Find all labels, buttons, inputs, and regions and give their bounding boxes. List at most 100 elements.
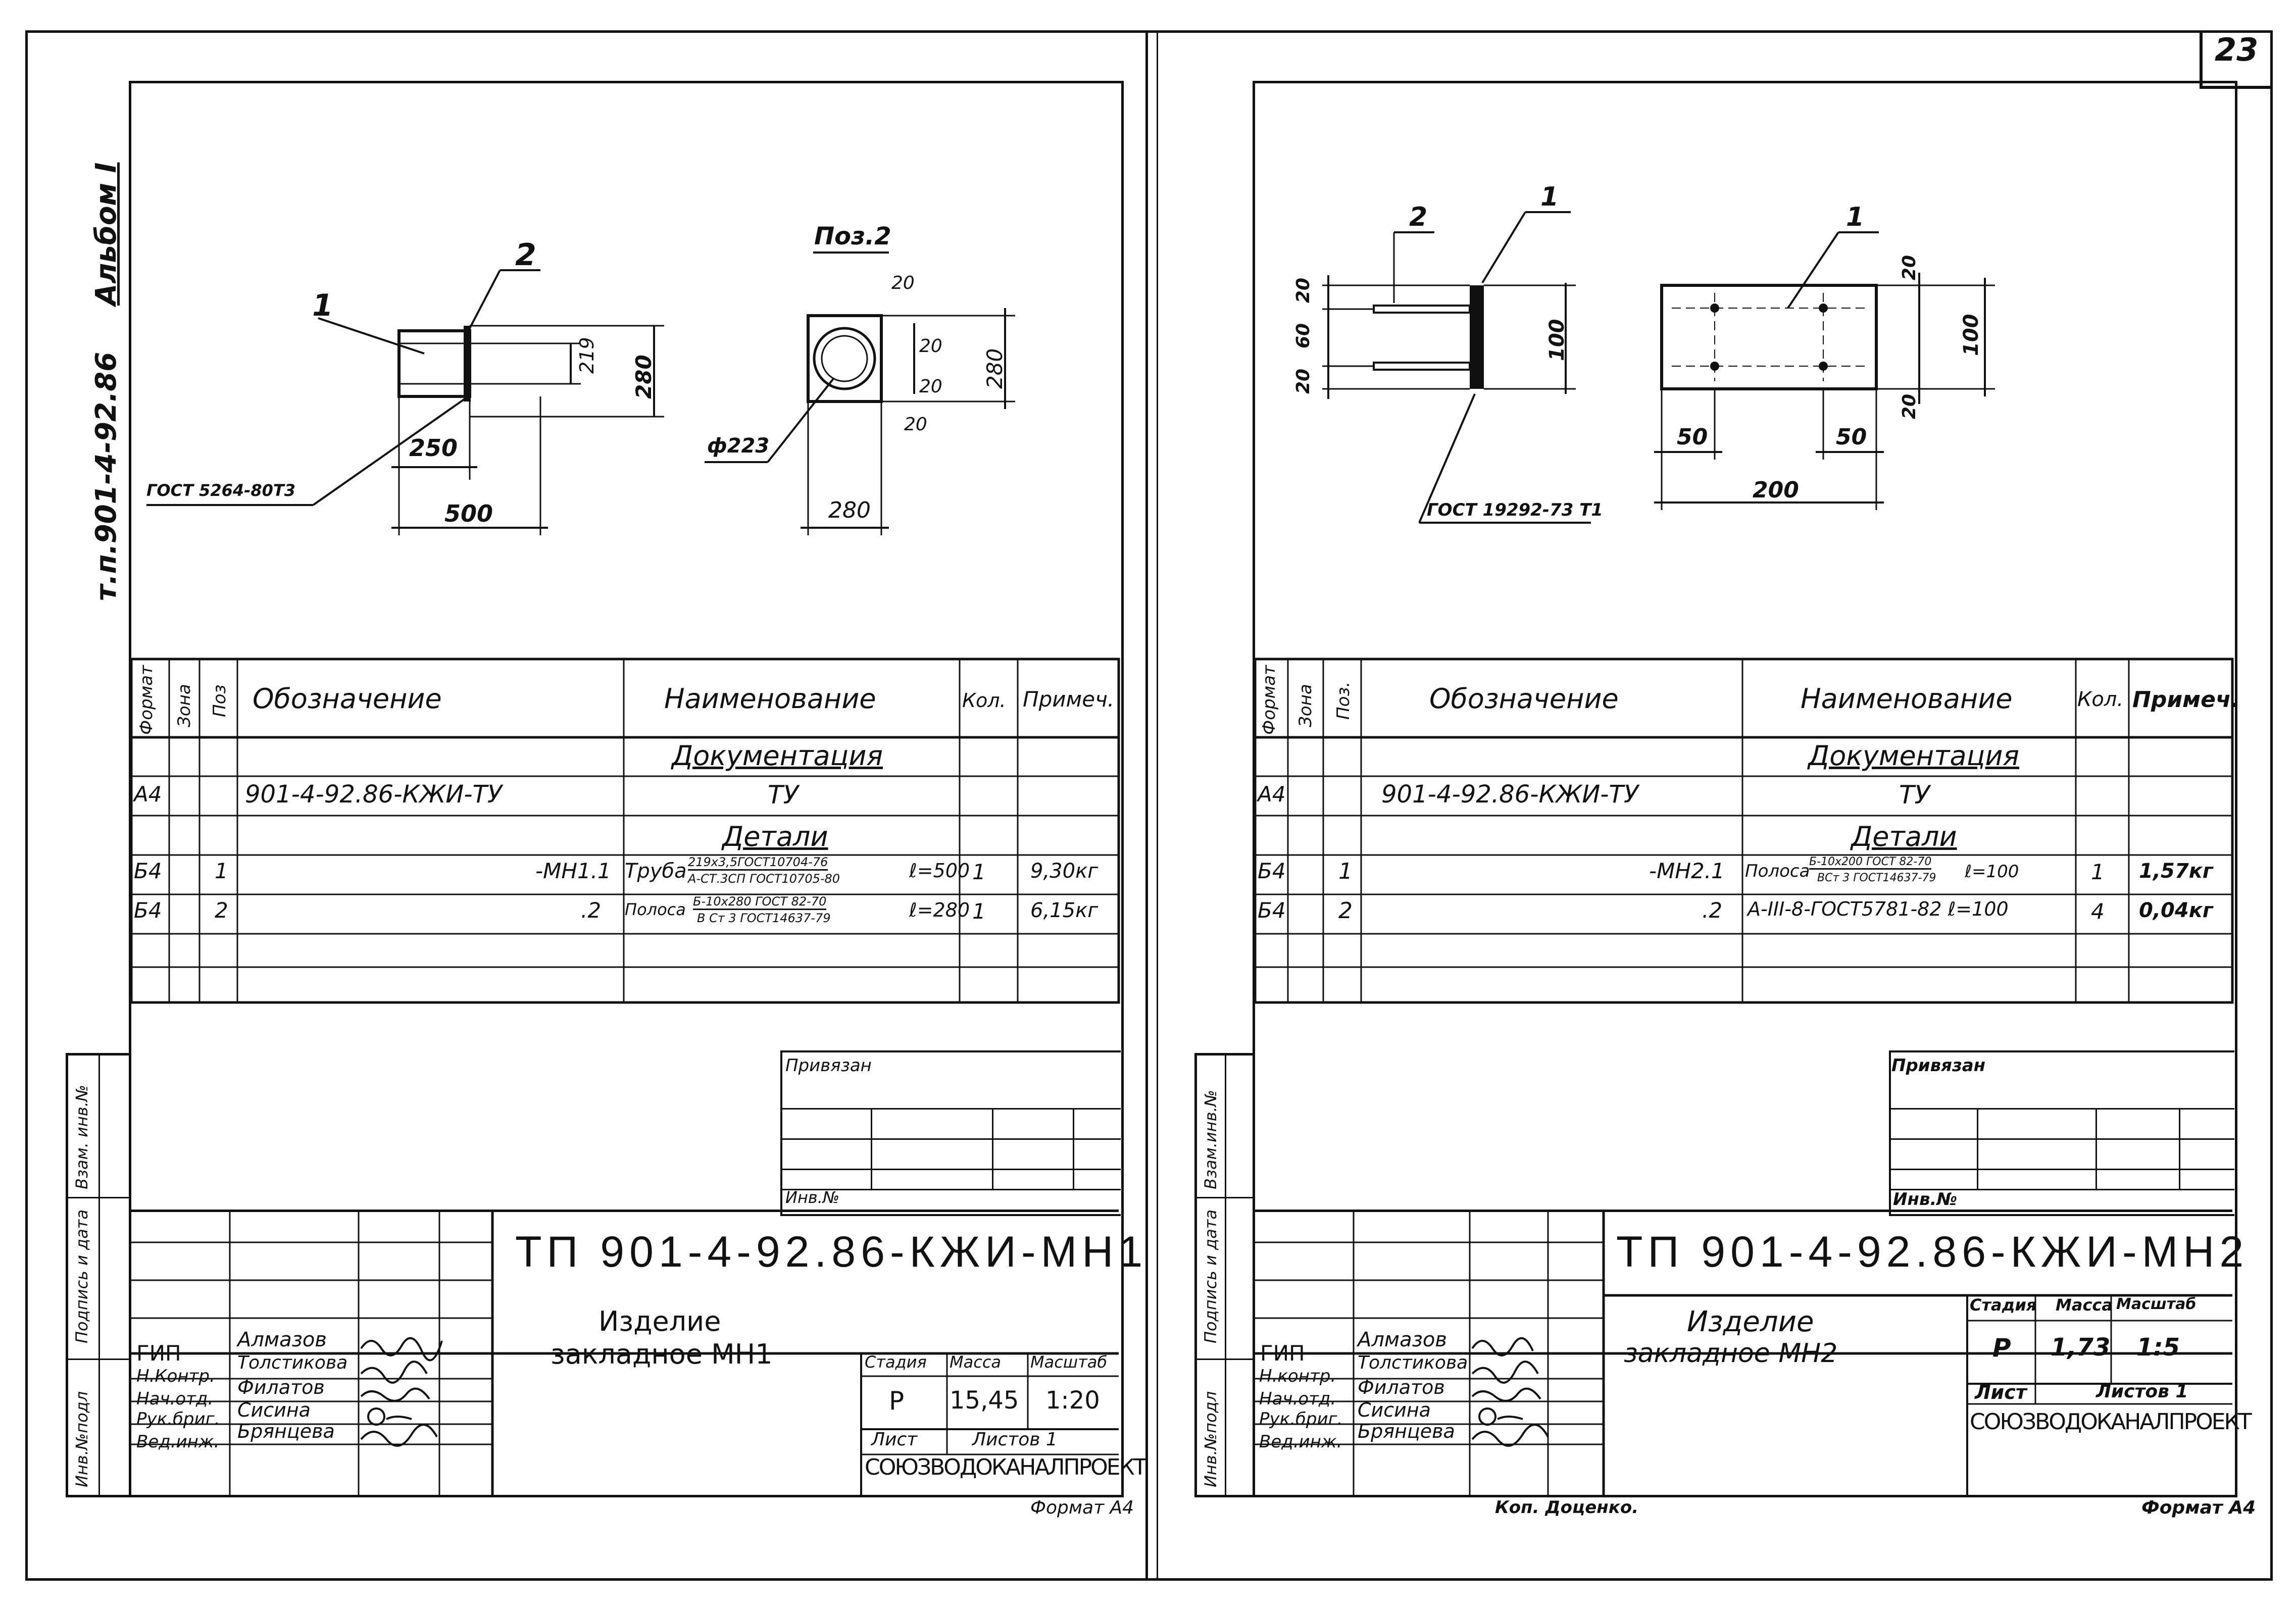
right-row1-format: Б4 bbox=[1258, 859, 1286, 883]
left-person-3-role: Нач.отд. bbox=[136, 1389, 214, 1409]
left-row2-note: 6,15кг bbox=[1030, 899, 1099, 922]
left-weld-note: ГОСТ 5264-80Т3 bbox=[146, 481, 296, 500]
right-callout-1a: 1 bbox=[1540, 182, 1559, 212]
left-org: СОЮЗВОДОКАНАЛПРОЕКТ bbox=[865, 1454, 1147, 1480]
left-hdr-qty: Кол. bbox=[962, 689, 1006, 712]
right-row1-spec-top: Б-10х200 ГОСТ 82-70 bbox=[1809, 856, 1932, 870]
left-sheets-label: Листов 1 bbox=[972, 1429, 1058, 1450]
pos2-dim-20a: 20 bbox=[891, 273, 915, 293]
right-hdr-format: Формат bbox=[1259, 665, 1279, 735]
page-outer-frame bbox=[25, 30, 2273, 1581]
right-row2-pos: 2 bbox=[1338, 898, 1353, 924]
left-hdr-pos: Поз bbox=[210, 684, 230, 717]
right-format: Формат А4 bbox=[2141, 1497, 2256, 1518]
right-sheet-label: Лист bbox=[1975, 1381, 2027, 1403]
left-sheet-label: Лист bbox=[871, 1429, 918, 1450]
right-hdr-note: Примеч. bbox=[2132, 687, 2239, 713]
right-privyazan-block bbox=[1889, 1050, 2234, 1216]
right-person-5-role: Вед.инж. bbox=[1259, 1432, 1342, 1452]
right-row2-format: Б4 bbox=[1258, 898, 1286, 923]
right-dim-200: 200 bbox=[1753, 477, 1799, 503]
right-person-3-role: Нач.отд. bbox=[1259, 1389, 1336, 1409]
right-copied-by: Коп. Доценко. bbox=[1495, 1497, 1639, 1518]
pos2-dim-280h: 280 bbox=[828, 497, 871, 523]
right-doc-name: ТУ bbox=[1899, 780, 1930, 810]
left-hdr-designation: Обозначение bbox=[253, 683, 442, 715]
right-drawing bbox=[1322, 211, 1995, 524]
left-drawing bbox=[146, 251, 1015, 535]
left-privyazan-block bbox=[780, 1050, 1121, 1216]
left-person-5-role: Вед.инж. bbox=[136, 1432, 220, 1452]
left-person-2-name: Толстикова bbox=[237, 1352, 348, 1373]
right-mass-label: Масса bbox=[2056, 1295, 2113, 1315]
right-hdr-name: Наименование bbox=[1801, 683, 2013, 715]
right-row1-spec-bottom: ВСт 3 ГОСТ14637-79 bbox=[1817, 872, 1936, 884]
page-number: 23 bbox=[2215, 31, 2259, 68]
right-row2-qty: 4 bbox=[2091, 899, 2105, 924]
right-row1-pos: 1 bbox=[1338, 859, 1353, 884]
left-person-4-role: Рук.бриг. bbox=[136, 1409, 220, 1429]
right-dim-20a: 20 bbox=[1293, 277, 1314, 303]
right-row1-qty: 1 bbox=[2091, 860, 2105, 884]
right-side-stamp bbox=[1194, 1053, 1255, 1497]
left-section-docs: Документация bbox=[672, 740, 883, 772]
right-title-block bbox=[1255, 1210, 2232, 1495]
right-weld-note: ГОСТ 19292-73 Т1 bbox=[1427, 500, 1603, 520]
left-section-parts: Детали bbox=[722, 821, 828, 852]
right-person-1-role: ГИП bbox=[1260, 1341, 1305, 1366]
right-person-2-role: Н.контр. bbox=[1259, 1366, 1336, 1386]
left-row2-length: ℓ=280 bbox=[909, 899, 970, 921]
right-callout-2: 2 bbox=[1409, 202, 1428, 232]
pos2-diameter: ф223 bbox=[707, 434, 770, 458]
right-doc-format: А4 bbox=[1258, 782, 1286, 807]
right-dim-100a: 100 bbox=[1545, 319, 1569, 362]
left-hdr-format: Формат bbox=[136, 665, 157, 735]
left-format: Формат А4 bbox=[1030, 1497, 1134, 1518]
right-section-docs: Документация bbox=[1808, 740, 2019, 772]
left-code: ТП 901-4-92.86-КЖИ-МН1 bbox=[515, 1228, 1148, 1276]
right-dim-20b: 20 bbox=[1293, 368, 1314, 394]
right-dim-60: 60 bbox=[1293, 323, 1314, 348]
left-stamp-vzam: Взам. инв.№ bbox=[72, 1084, 91, 1189]
right-code: ТП 901-4-92.86-КЖИ-МН2 bbox=[1616, 1228, 2249, 1276]
right-callout-1b: 1 bbox=[1846, 202, 1865, 232]
left-item-line1: Изделие bbox=[598, 1305, 721, 1337]
right-stage: Р bbox=[1992, 1333, 2011, 1363]
left-row2-spec-bottom: В Ст 3 ГОСТ14637-79 bbox=[697, 911, 831, 925]
right-dim-100b: 100 bbox=[1960, 314, 1983, 357]
left-person-4-name: Сисина bbox=[237, 1399, 311, 1421]
left-stage-label: Стадия bbox=[865, 1352, 927, 1372]
right-inv-no: Инв.№ bbox=[1893, 1189, 1958, 1210]
left-person-3-name: Филатов bbox=[237, 1376, 325, 1398]
right-stamp-vzam: Взам.инв.№ bbox=[1201, 1090, 1220, 1189]
left-spec-table bbox=[130, 658, 1120, 1004]
left-dim-500: 500 bbox=[444, 500, 493, 527]
left-row2-format: Б4 bbox=[134, 898, 162, 923]
right-org: СОЮЗВОДОКАНАЛПРОЕКТ bbox=[1970, 1409, 2252, 1435]
right-person-4-role: Рук.бриг. bbox=[1259, 1409, 1343, 1429]
left-scale: 1:20 bbox=[1045, 1386, 1100, 1415]
left-mass: 15,45 bbox=[950, 1386, 1019, 1415]
right-stamp-inv: Инв.№подл bbox=[1201, 1391, 1220, 1487]
right-item-line2: закладное МН2 bbox=[1624, 1338, 1838, 1369]
right-stamp-sign: Подпись и дата bbox=[1201, 1209, 1220, 1343]
right-person-4-name: Сисина bbox=[1358, 1399, 1431, 1421]
left-inv-no: Инв.№ bbox=[785, 1188, 840, 1207]
right-section-parts: Детали bbox=[1851, 821, 1957, 852]
left-stamp-sign: Подпись и дата bbox=[72, 1209, 91, 1343]
left-row1-note: 9,30кг bbox=[1030, 860, 1099, 883]
left-row2-name: Полоса bbox=[625, 900, 686, 919]
right-dim-50b: 50 bbox=[1836, 424, 1867, 450]
left-title-block bbox=[131, 1210, 1119, 1495]
right-row2-name: А-III-8-ГОСТ5781-82 ℓ=100 bbox=[1748, 898, 2009, 920]
left-doc-name: ТУ bbox=[768, 780, 799, 810]
sheet-divider bbox=[1145, 30, 1148, 1578]
right-privyazan: Привязан bbox=[1891, 1055, 1986, 1076]
right-hdr-designation: Обозначение bbox=[1429, 683, 1619, 715]
pos2-title: Поз.2 bbox=[814, 222, 891, 250]
left-mass-label: Масса bbox=[950, 1352, 1002, 1372]
right-hdr-zone: Зона bbox=[1295, 684, 1316, 727]
right-sheets-label: Листов 1 bbox=[2096, 1381, 2188, 1402]
left-hdr-zone: Зона bbox=[174, 684, 194, 727]
right-row2-designation: .2 bbox=[1702, 898, 1723, 923]
